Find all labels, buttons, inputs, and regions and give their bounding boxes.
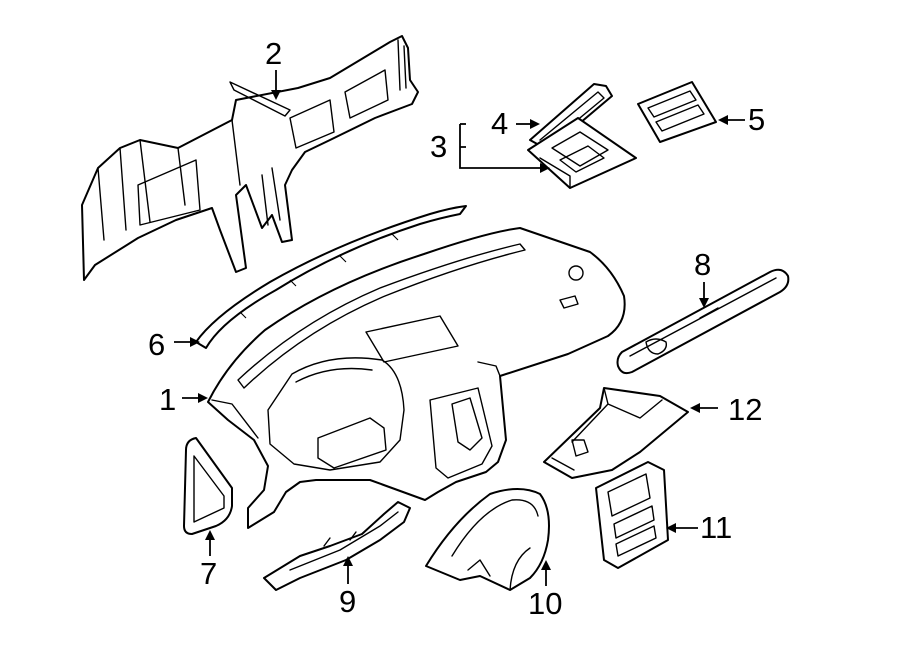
callout-1: 1 — [159, 382, 176, 417]
callout-3: 3 — [430, 129, 447, 164]
part-9-lower-bracket — [263, 501, 411, 591]
callout-10: 10 — [528, 586, 562, 621]
callout-6: 6 — [148, 327, 165, 362]
part-12-glove-box — [543, 387, 689, 479]
part-1-instrument-panel — [207, 227, 626, 529]
callout-11: 11 — [700, 510, 732, 545]
part-6-defroster-strip — [195, 205, 467, 349]
part-11-switch-bezel — [595, 461, 669, 569]
callout-5: 5 — [748, 102, 765, 137]
part-7-end-cap — [183, 437, 233, 535]
callout-8: 8 — [694, 247, 711, 282]
part-8-trim-strip — [616, 268, 790, 375]
callout-7: 7 — [200, 556, 217, 591]
callout-12: 12 — [728, 392, 762, 427]
callout-9: 9 — [339, 584, 356, 619]
callout-numbers: 1 2 3 4 5 6 7 8 9 10 11 12 — [148, 36, 765, 621]
part-2-reinforcement-beam — [81, 35, 419, 281]
part-5-vent-panel — [637, 81, 717, 143]
part-10-column-cover — [425, 488, 550, 591]
part-3-storage-bin — [527, 117, 637, 189]
leader-lines — [174, 70, 745, 586]
callout-4: 4 — [491, 106, 508, 141]
callout-2: 2 — [265, 36, 282, 71]
